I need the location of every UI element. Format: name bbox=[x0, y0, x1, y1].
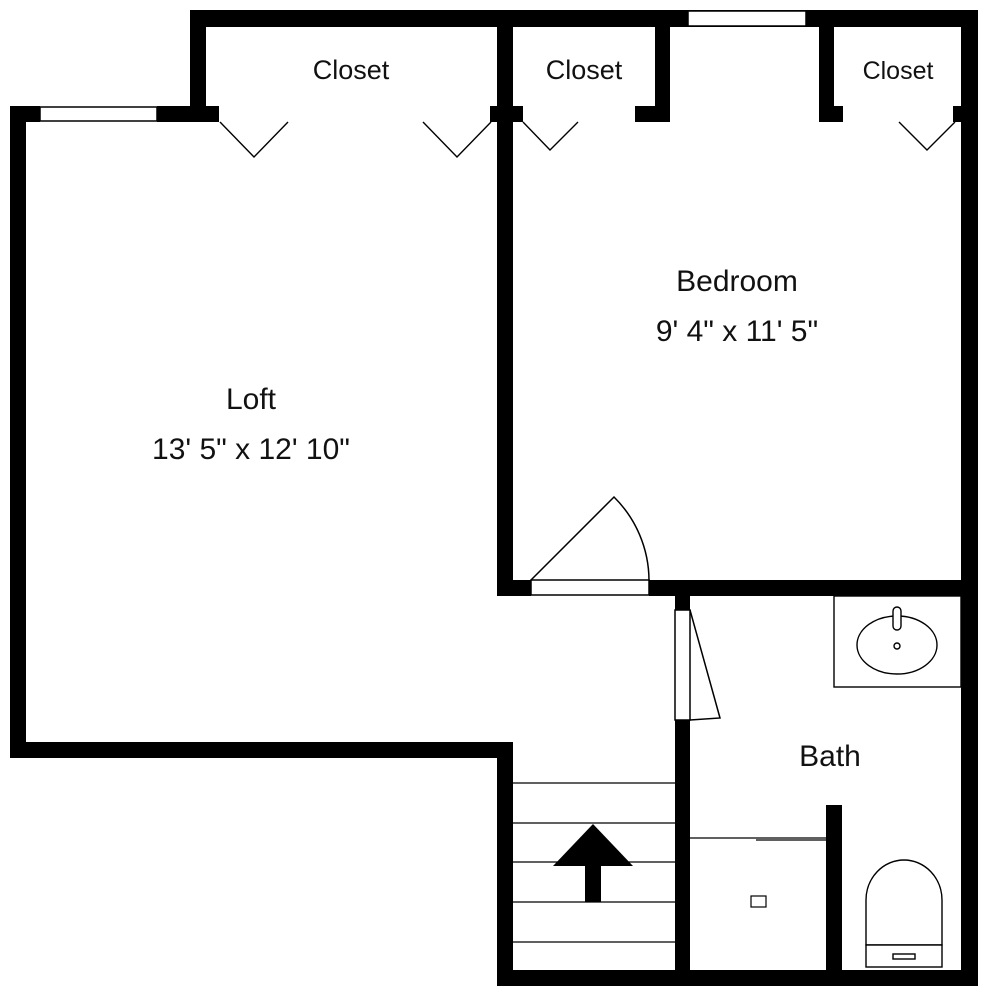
wall-bath-left bbox=[675, 720, 690, 986]
shower-drain bbox=[750, 895, 767, 908]
toilet-bowl bbox=[865, 859, 943, 946]
wall-closet-middle-side bbox=[655, 10, 670, 122]
wall-bottom bbox=[497, 970, 978, 986]
closet-left-label: Closet bbox=[313, 55, 390, 85]
door-swing-icon bbox=[219, 121, 289, 159]
door-leaf bbox=[674, 609, 691, 721]
wall-bath-left-top bbox=[675, 596, 690, 610]
loft-name: Loft bbox=[226, 383, 277, 416]
door-leaf bbox=[530, 579, 650, 596]
bath-door bbox=[674, 609, 721, 721]
sink-faucet bbox=[892, 606, 902, 631]
wall-loft-top-right bbox=[157, 106, 219, 122]
door-swing-icon bbox=[422, 121, 492, 159]
wall-bedroom-bottom-right bbox=[649, 580, 978, 596]
window-icon bbox=[687, 10, 807, 27]
bedroom-dimensions: 9' 4" x 11' 5" bbox=[656, 315, 818, 348]
door-swing-icon bbox=[689, 609, 721, 721]
wall-closet-left-side bbox=[190, 10, 206, 122]
wall-right bbox=[961, 10, 978, 986]
wall-closet-right-stub-left bbox=[819, 106, 843, 122]
wall-bedroom-bottom-left bbox=[497, 580, 531, 596]
wall-loft-top-left bbox=[10, 106, 40, 122]
stair-arrow-icon bbox=[553, 824, 633, 902]
toilet-handle bbox=[892, 953, 916, 960]
bedroom-name: Bedroom bbox=[676, 265, 798, 298]
door-swing-icon bbox=[898, 121, 956, 151]
closet-doors bbox=[219, 121, 956, 159]
sink-icon bbox=[833, 595, 962, 688]
wall-top bbox=[190, 10, 978, 27]
closet-middle-label: Closet bbox=[546, 55, 623, 85]
shower bbox=[690, 837, 826, 908]
door-swing-icon bbox=[530, 495, 650, 581]
windows bbox=[39, 10, 807, 122]
wall-loft-left bbox=[10, 106, 26, 758]
wall-stairs-left bbox=[497, 742, 513, 986]
wall-closet-right-stub-right bbox=[953, 106, 978, 122]
closet-right-label: Closet bbox=[863, 57, 934, 85]
wall-loft-bedroom bbox=[497, 10, 513, 596]
door-swing-icon bbox=[522, 121, 579, 151]
window-icon bbox=[39, 106, 158, 122]
wall-closet-middle-stub bbox=[635, 106, 670, 122]
walls bbox=[10, 10, 978, 986]
loft-dimensions: 13' 5" x 12' 10" bbox=[152, 433, 350, 466]
wall-toilet-partition bbox=[826, 805, 842, 986]
sink-drain bbox=[893, 642, 901, 650]
bath-name: Bath bbox=[799, 740, 861, 773]
toilet-icon bbox=[865, 859, 943, 968]
bedroom-door bbox=[530, 495, 650, 596]
wall-loft-bottom bbox=[10, 742, 513, 758]
wall-closet-right-side bbox=[819, 10, 834, 122]
